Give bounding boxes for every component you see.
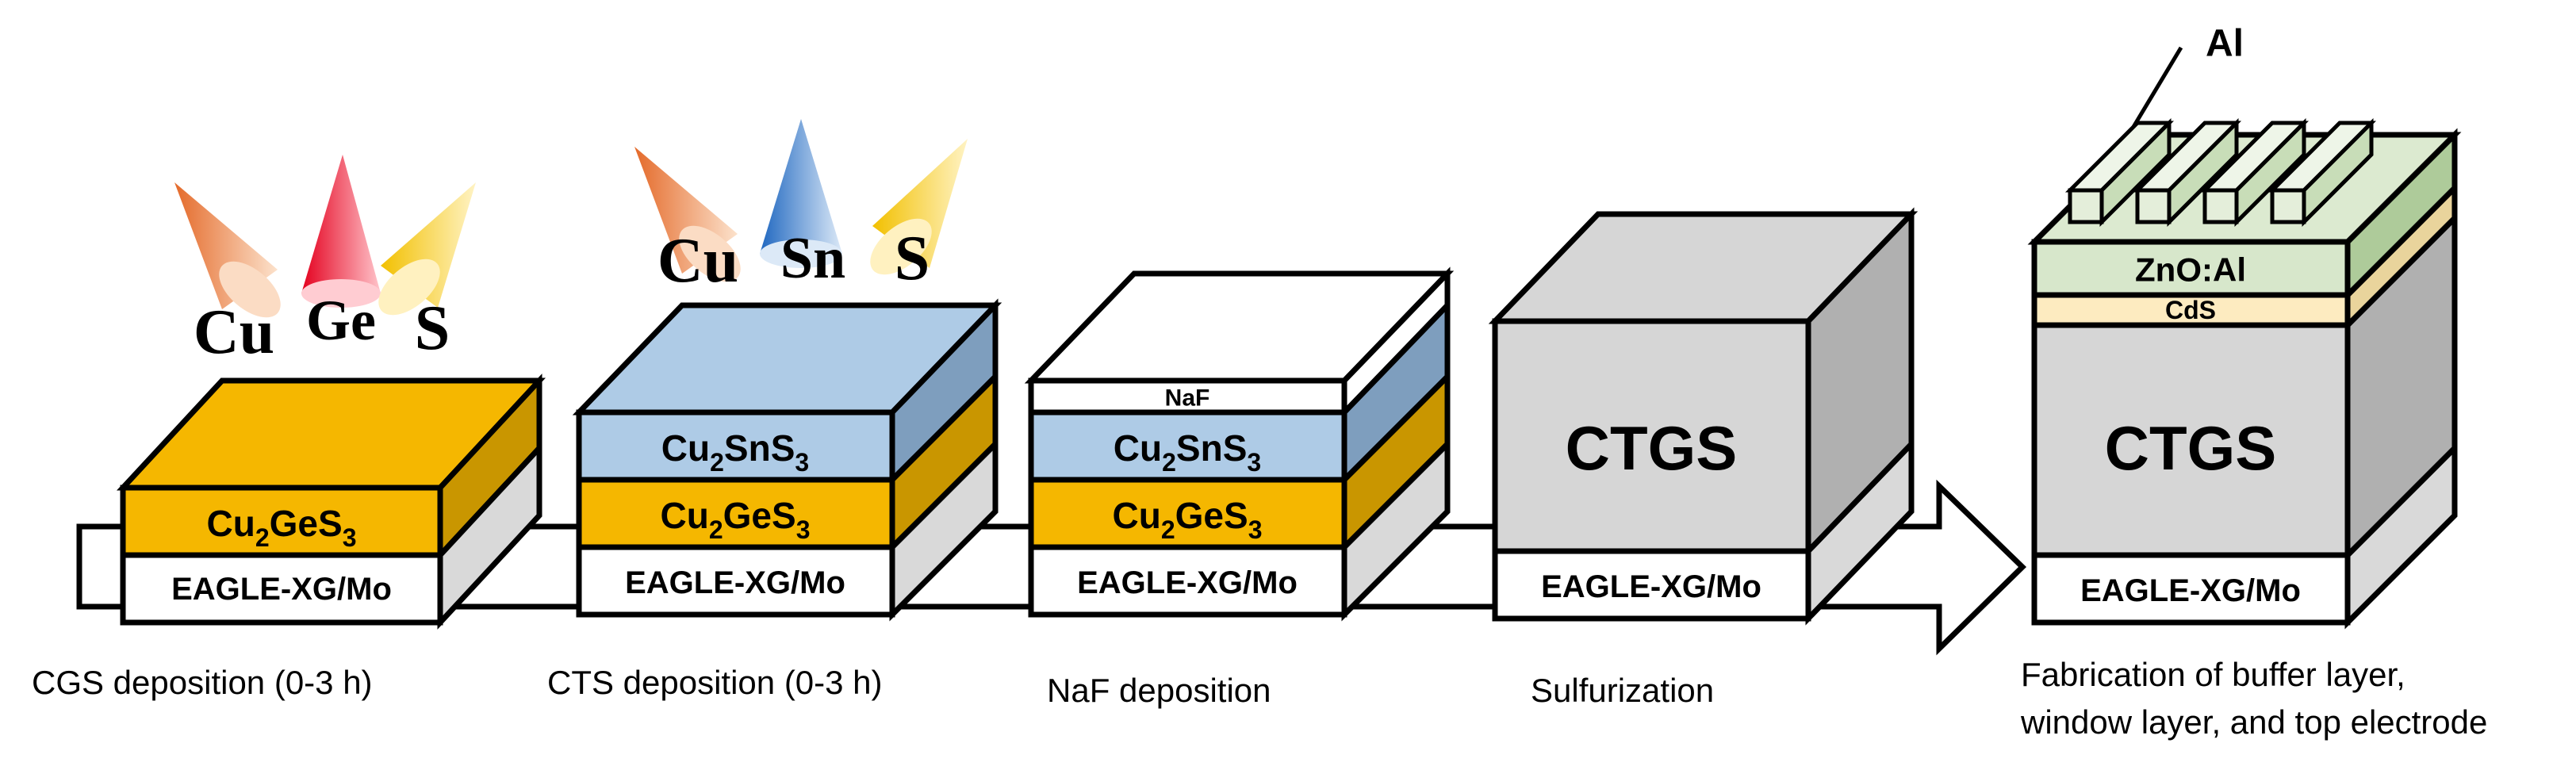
substrate-label: EAGLE-XG/Mo <box>1541 569 1761 604</box>
s-source-label: S <box>895 224 930 293</box>
cu-source-label: Cu <box>657 226 738 296</box>
step-caption-cgs: CGS deposition (0-3 h) <box>32 664 373 701</box>
al-finger <box>2199 117 2310 228</box>
stage-cgs-deposition: Cu Ge S Cu2GeS3 EAGLE-XG/Mo CGS depositi… <box>32 155 546 701</box>
substrate-label: EAGLE-XG/Mo <box>625 565 845 600</box>
al-pointer-line <box>2131 46 2183 128</box>
ctgs-layer-label: CTGS <box>1566 413 1738 483</box>
sn-source-cone <box>760 119 842 254</box>
cts-layer-label: Cu2SnS3 <box>661 427 809 477</box>
substrate-layer <box>576 544 895 618</box>
al-finger <box>2064 117 2175 228</box>
cgs-layer-label: Cu2GeS3 <box>1113 495 1263 544</box>
step-caption-cts: CTS deposition (0-3 h) <box>547 664 883 701</box>
substrate-layer <box>1492 548 1811 622</box>
al-label: Al <box>2206 23 2244 65</box>
cgs-layer <box>120 485 443 558</box>
step-caption-fabrication-line2: window layer, and top electrode <box>2020 703 2487 741</box>
cds-layer-label: CdS <box>2165 296 2216 324</box>
al-finger <box>2132 117 2242 228</box>
substrate-layer <box>2031 552 2351 626</box>
substrate-layer <box>120 552 443 626</box>
cds-layer <box>2031 292 2351 328</box>
substrate-label: EAGLE-XG/Mo <box>2080 573 2301 608</box>
ge-source-cone <box>301 155 381 293</box>
s-source-label: S <box>415 293 450 363</box>
substrate-layer <box>1028 544 1347 618</box>
cts-layer <box>1028 409 1347 483</box>
sn-source-label: Sn <box>780 226 845 291</box>
stage-naf-deposition: NaF Cu2SnS3 Cu2GeS3 EAGLE-XG/Mo NaF depo… <box>1024 266 1455 709</box>
al-finger <box>2267 117 2377 228</box>
stage-device-fabrication: Al ZnO:Al CdS CTGS EAGLE-XG/Mo Fabricati… <box>2020 23 2487 741</box>
step-caption-fabrication-line1: Fabrication of buffer layer, <box>2021 656 2405 693</box>
cgs-layer-label: Cu2GeS3 <box>661 495 811 544</box>
cgs-layer <box>576 477 895 550</box>
naf-layer-label: NaF <box>1165 385 1210 412</box>
cts-layer-label: Cu2SnS3 <box>1114 427 1261 477</box>
cts-layer <box>576 409 895 483</box>
ge-source-label: Ge <box>306 289 376 352</box>
zno-layer-label: ZnO:Al <box>2135 251 2246 289</box>
al-electrode-fingers <box>2064 117 2377 228</box>
step-caption-sulfurization: Sulfurization <box>1531 672 1714 709</box>
source-cones <box>174 155 476 318</box>
source-cones <box>634 119 968 282</box>
cgs-layer <box>1028 477 1347 550</box>
substrate-label: EAGLE-XG/Mo <box>1077 565 1298 600</box>
substrate-label: EAGLE-XG/Mo <box>171 572 392 607</box>
stage-sulfurization: CTGS EAGLE-XG/Mo Sulfurization <box>1488 207 1919 709</box>
ctgs-layer-label: CTGS <box>2105 413 2277 483</box>
cgs-layer-label: Cu2GeS3 <box>207 503 357 552</box>
ctgs-layer <box>2031 322 2351 558</box>
step-caption-naf: NaF deposition <box>1047 672 1271 709</box>
stage-cts-deposition: Cu Sn S Cu2SnS3 Cu2GeS3 EAGLE-XG/Mo CTS … <box>547 119 1002 701</box>
cu-source-label: Cu <box>194 297 274 367</box>
